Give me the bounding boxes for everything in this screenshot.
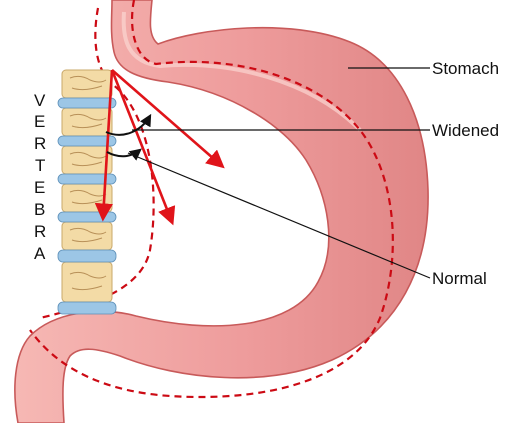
widened-label: Widened [432,121,499,140]
vertebra-letters: V E R T E B R A [34,91,46,263]
vertebra-letter: B [34,200,45,219]
angle-arrows [103,70,222,222]
arrow-icon [112,70,172,222]
vertebra-letter: E [34,112,45,131]
vertebra-letter: R [34,134,46,153]
vertebra-letter: R [34,222,46,241]
vertebra-letter: E [34,178,45,197]
stomach-label: Stomach [432,59,499,78]
normal-label: Normal [432,269,487,288]
vertebra-letter: V [34,91,46,110]
vertebra-letter: A [34,244,46,263]
vertebra-letter: T [35,156,45,175]
vertebral-column [58,70,116,314]
